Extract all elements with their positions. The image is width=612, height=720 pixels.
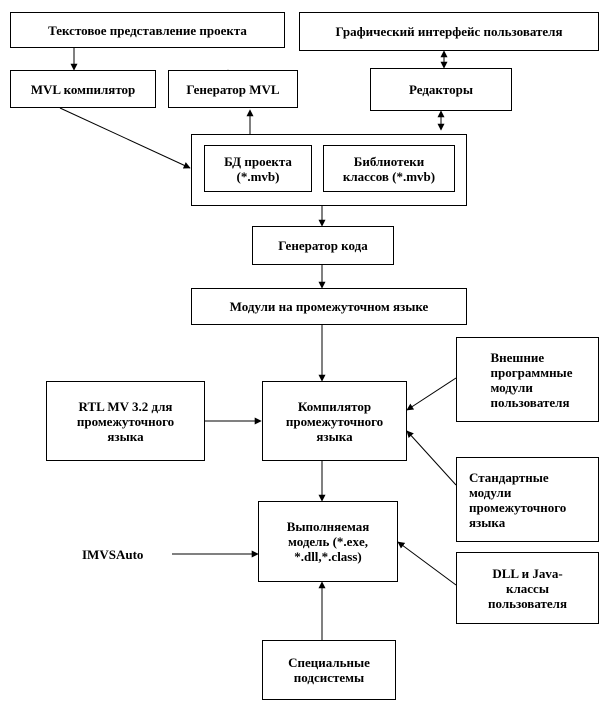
intermediate-compiler-label: Компилятор промежуточного языка: [285, 398, 384, 444]
dll-java-node: DLL и Java- классы пользователя: [456, 552, 599, 624]
arrow-external-to-compiler: [406, 377, 457, 411]
executable-model-node: Выполняемая модель (*.exe, *.dll,*.class…: [258, 501, 398, 582]
project-db-label: БД проекта (*.mvb): [224, 153, 292, 184]
rtl-label: RTL MV 3.2 для промежуточного языка: [76, 398, 175, 444]
mvl-generator-node: Генератор MVL: [168, 70, 298, 108]
standard-modules-label: Стандартные модули промежуточного языка: [469, 469, 567, 530]
mvl-compiler-label: MVL компилятор: [30, 81, 136, 97]
project-db-node: БД проекта (*.mvb): [204, 145, 312, 192]
standard-modules-node: Стандартные модули промежуточного языка: [456, 457, 599, 542]
mvl-generator-label: Генератор MVL: [186, 81, 280, 97]
class-libraries-node: Библиотеки классов (*.mvb): [323, 145, 455, 192]
intermediate-modules-node: Модули на промежуточном языке: [191, 288, 467, 325]
code-generator-label: Генератор кода: [278, 238, 368, 253]
rtl-node: RTL MV 3.2 для промежуточного языка: [46, 381, 205, 461]
intermediate-compiler-node: Компилятор промежуточного языка: [262, 381, 407, 461]
mvl-compiler-node: MVL компилятор: [10, 70, 156, 108]
arrow-mvl-compiler-to-db: [59, 107, 191, 169]
external-modules-node: Внешние программные модули пользователя: [456, 337, 599, 422]
editors-node: Редакторы: [370, 68, 512, 111]
external-modules-label: Внешние программные модули пользователя: [490, 349, 573, 410]
text-representation-label: Текстовое представление проекта: [48, 22, 247, 38]
dll-java-label: DLL и Java- классы пользователя: [488, 565, 567, 611]
intermediate-modules-label: Модули на промежуточном языке: [229, 299, 429, 314]
special-subsystems-node: Специальные подсистемы: [262, 640, 396, 700]
special-subsystems-label: Специальные подсистемы: [288, 655, 370, 685]
editors-label: Редакторы: [408, 82, 474, 97]
gui-label: Графический интерфейс пользователя: [335, 24, 563, 39]
imvsauto-label: IMVSAuto: [82, 547, 144, 562]
gui-node: Графический интерфейс пользователя: [299, 12, 599, 51]
class-libraries-label: Библиотеки классов (*.mvb): [342, 153, 436, 184]
arrow-standard-to-compiler: [406, 430, 457, 486]
code-generator-node: Генератор кода: [252, 226, 394, 265]
executable-model-label: Выполняемая модель (*.exe, *.dll,*.class…: [286, 519, 370, 564]
text-representation-node: Текстовое представление проекта: [10, 12, 285, 48]
arrow-dll-to-model: [397, 541, 457, 586]
